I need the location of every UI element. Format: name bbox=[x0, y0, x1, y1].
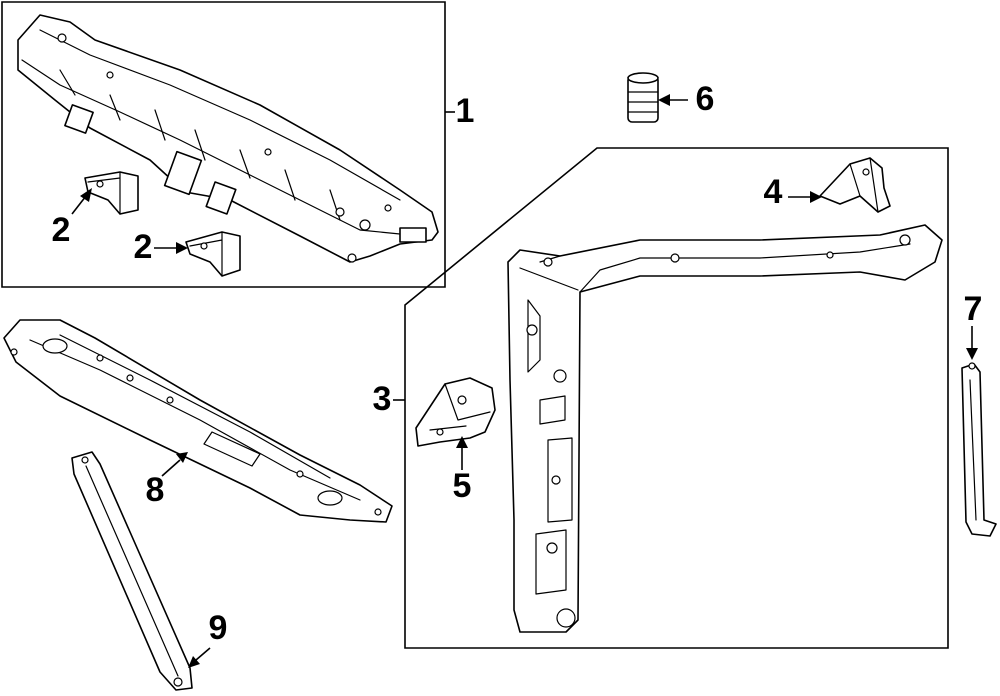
leader-lines bbox=[71, 94, 978, 668]
callout-4: 4 bbox=[764, 173, 783, 211]
callout-1: 1 bbox=[456, 92, 475, 130]
callout-2b: 2 bbox=[134, 228, 153, 266]
bump-stop bbox=[627, 72, 659, 123]
callout-9: 9 bbox=[209, 609, 228, 647]
upper-support-beam bbox=[17, 14, 439, 263]
side-bracket-5 bbox=[415, 377, 496, 447]
callout-7: 7 bbox=[964, 290, 983, 328]
lower-cross-member bbox=[3, 319, 393, 523]
diagonal-brace-9 bbox=[71, 451, 193, 691]
bracket-2a bbox=[84, 171, 139, 215]
callout-8: 8 bbox=[146, 471, 165, 509]
callout-5: 5 bbox=[453, 467, 472, 505]
callout-6: 6 bbox=[696, 80, 715, 118]
bracket-2b bbox=[185, 231, 241, 277]
trim-strip-7 bbox=[961, 362, 997, 537]
mount-bracket-4 bbox=[819, 157, 891, 213]
part-3-group-box bbox=[404, 147, 949, 649]
callout-2a: 2 bbox=[52, 211, 71, 249]
radiator-support-side bbox=[507, 224, 943, 633]
part-1-group-box bbox=[1, 1, 446, 288]
callout-3: 3 bbox=[373, 380, 392, 418]
